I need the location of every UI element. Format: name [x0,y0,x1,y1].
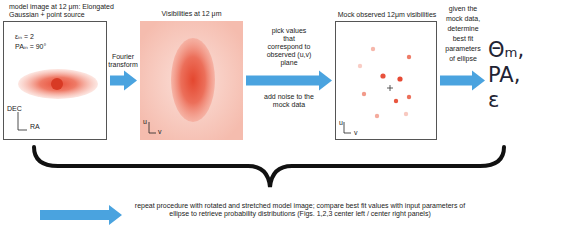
axis-mark [18,112,27,130]
note-text: add noise to the mock data [263,93,315,109]
axis-label: v [158,128,162,136]
visibility-panel: Visibilities at 12 μmuv [140,21,243,140]
axis-mark [344,122,351,133]
panel-ground [336,22,436,139]
flow-arrow [110,71,137,91]
visibility-ground [140,21,243,140]
caption-note: repeat procedure with rotated and stretc… [128,202,473,218]
gaussian-ellipse [18,69,98,99]
model-image-panel: model image at 12 μm: Elongated Gaussian… [3,21,107,140]
parameter-list: Θₘ, PA, ε [488,38,536,113]
edge-label: given the mock data, determine best fit … [443,4,483,64]
angle-label: PAᵢₙ = 90° [15,43,46,51]
result-parameters: Θₘ, PA, ε [488,38,536,115]
axis-label: v [354,129,358,137]
axis-mark [149,122,156,133]
point-source [51,78,63,90]
panel-ground [4,22,106,139]
curly-brace [34,147,504,187]
axis-label: DEC [7,105,22,113]
panel-title: Visibilities at 12 μm [130,10,253,18]
center-cross [387,85,393,91]
edge-label: Fourier transform [105,53,141,69]
panel-title: model image at 12 μm: Elongated Gaussian… [9,3,121,19]
panel-title: Mock observed 12μm visibilities [328,11,446,19]
mock-visibility-panel: Mock observed 12μm visibilitiesuv [335,21,437,140]
flow-arrow [246,71,332,91]
mock-visibility-dots [358,47,411,118]
visibility-ellipse [171,38,215,122]
axis-label: u [339,119,343,127]
edge-label: pick values that correspond to observed … [265,27,313,67]
axis-label: RA [30,123,40,131]
ellipticity-label: εᵢₙ = 2 [15,33,34,41]
repeat-arrow [40,205,122,225]
flow-arrow [440,71,485,91]
axis-label: u [143,118,147,126]
